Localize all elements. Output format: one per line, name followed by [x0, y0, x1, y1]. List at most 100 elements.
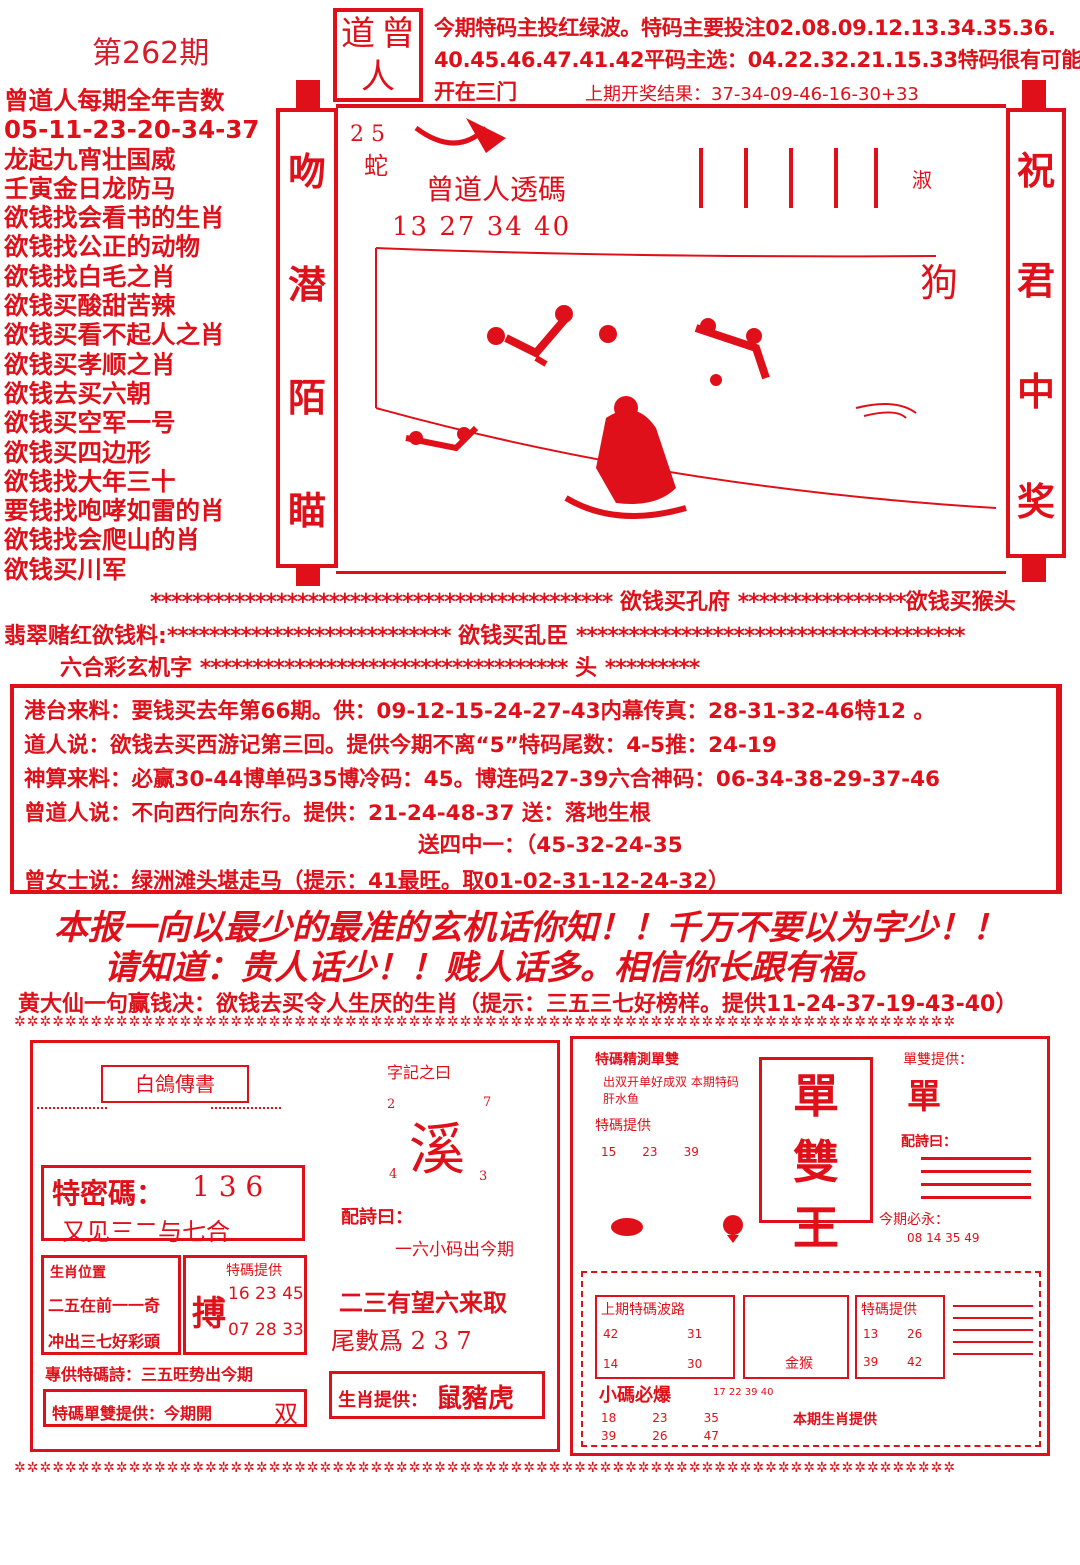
info-line: 道人说：欲钱去买西游记第三回。提供今期不离“5”特码尾数：4-5推：24-19	[24, 733, 777, 758]
bottom-left-panel: 白鴿傳書 特密碼： 1 3 6 又见三二与七合 生肖位置 二五在前一一奇 冲出三…	[30, 1040, 560, 1452]
must-nums: 08 14 35 49	[907, 1231, 980, 1245]
small-num: 26	[652, 1429, 668, 1443]
lower-frame: 上期特碼波路 42 31 14 30 金猴 特碼提供 13 26 39 42 小…	[581, 1271, 1041, 1447]
issue-number: 第262期	[92, 36, 210, 71]
te-right-num: 26	[907, 1327, 923, 1341]
banner-char: 陌	[287, 375, 326, 420]
list-item: 欲钱找会看书的生肖	[4, 203, 225, 233]
small-num: 23	[652, 1411, 668, 1425]
special-hint: 又见三二与七合	[62, 1218, 230, 1246]
riddle-item: 欲钱买猴头	[905, 590, 1016, 615]
te-right-box: 特碼提供 13 26 39 42	[855, 1295, 945, 1379]
list-item: 曾道人每期全年吉数	[4, 86, 225, 115]
banner-char: 君	[1016, 258, 1055, 304]
riddle-line-1: ****************************************…	[150, 584, 1016, 616]
small-code-label: 小碼必爆	[599, 1385, 671, 1406]
wave-num: 31	[687, 1327, 703, 1341]
banner-cap	[296, 80, 320, 110]
list-item: 欲钱找公正的动物	[4, 232, 200, 262]
decor-lines	[211, 1107, 281, 1137]
list-item: 欲钱买酸甜苦辣	[4, 291, 176, 321]
riddle-line-2: 翡翠赌红欲钱料:*************************** 欲钱买乱…	[4, 618, 965, 650]
center-box: 金猴	[743, 1295, 849, 1379]
book-title: 白鴿傳書	[101, 1065, 249, 1103]
pick-label: 單雙提供：	[903, 1052, 973, 1068]
small-num: 47	[703, 1429, 719, 1443]
list-item: 欲钱找大年三十	[4, 466, 176, 496]
wave-title: 上期特碼波路	[601, 1302, 685, 1318]
small-nums-row: 39 26 47	[601, 1429, 719, 1443]
scene-code-numbers: 13 27 34 40	[392, 212, 572, 242]
corner-num: 2	[387, 1097, 396, 1112]
ds-note: 出双开单好成双 本期特码肝水鱼	[603, 1075, 739, 1106]
king-char: 單	[793, 1069, 839, 1123]
riddle-item: 欲钱买乱臣	[458, 624, 569, 649]
list-item: 要钱找咆哮如雷的肖	[4, 496, 225, 526]
wave-box: 上期特碼波路 42 31 14 30	[595, 1295, 735, 1379]
scene-zodiac: 蛇	[364, 152, 388, 180]
banner-char: 祝	[1016, 147, 1055, 193]
poem-label: 配詩曰：	[341, 1207, 413, 1228]
seal-logo: 道 曾 人	[333, 8, 423, 102]
ji-label: 字記之曰	[387, 1063, 452, 1082]
list-item: 欲钱买空军一号	[4, 408, 176, 438]
last-result: 上期开奖结果：37-34-09-46-16-30+33	[585, 84, 919, 105]
riddle-label: 六合彩玄机字	[60, 656, 193, 681]
special-label: 特密碼：	[52, 1177, 165, 1210]
header-line-2: 40.45.46.47.41.42平码主选：04.22.32.21.15.33特…	[434, 48, 1080, 72]
list-item: 欲钱买看不起人之肖	[4, 320, 225, 350]
corner-num: 3	[479, 1169, 488, 1184]
te-row: 07 28 33	[228, 1320, 304, 1340]
te-right-num: 39	[863, 1355, 879, 1369]
small-num: 35	[703, 1411, 719, 1425]
list-item: 05-11-23-20-34-37	[4, 115, 260, 145]
position-line: 冲出三七好彩頭	[48, 1332, 161, 1351]
header-line-3: 开在三门	[434, 80, 517, 104]
position-line: 二五在前一一奇	[48, 1296, 161, 1315]
info-line: 神算来料：必赢30-44博单码35博冷码：45。博连码27-39六合神码：06-…	[24, 767, 940, 792]
list-item: 欲钱找会爬山的肖	[4, 525, 200, 555]
sd-label: 特碼單雙提供：今期開	[52, 1404, 213, 1423]
list-item: 欲钱买孝顺之肖	[4, 349, 176, 379]
animal-icons	[611, 1215, 743, 1243]
riddle-item: 欲钱买孔府	[619, 590, 730, 615]
small-num: 18	[601, 1411, 617, 1425]
poem-label: 配詩曰：	[901, 1134, 957, 1150]
illustration-scene: 2 5 蛇 曾道人透碼 13 27 34 40 狗 淑	[336, 104, 1006, 574]
header-line-1: 今期特码主投红绿波。特码主要投注02.08.09.12.13.34.35.36.	[434, 16, 1056, 40]
small-nums-row: 18 23 35	[601, 1411, 719, 1425]
info-box: 港台来料：要钱买去年第66期。供：09-12-15-24-27-43内幕传真：2…	[10, 684, 1062, 894]
code-nums: 17 22 39 40	[713, 1387, 774, 1398]
banner-char: 奖	[1016, 479, 1055, 525]
wave-num: 14	[603, 1357, 619, 1371]
position-label: 生肖位置	[50, 1265, 106, 1281]
info-line: 送四中一：（45-32-24-35	[418, 833, 683, 858]
special-code-box: 特密碼： 1 3 6 又见三二与七合	[41, 1165, 305, 1246]
star-divider: ****************	[737, 590, 907, 615]
banner-char: 瞄	[287, 488, 326, 533]
slogan-1: 本报一向以最少的最准的玄机话你知！！千万不要以为字少！！	[54, 908, 1006, 948]
star-border: ✲✲✲✲✲✲✲✲✲✲✲✲✲✲✲✲✲✲✲✲✲✲✲✲✲✲✲✲✲✲✲✲✲✲✲✲✲✲✲✲…	[14, 1014, 957, 1030]
scene-title: 曾道人透碼	[426, 173, 567, 206]
te-num: 23	[642, 1145, 658, 1159]
riddle-line-3: 六合彩玄机字 *********************************…	[60, 650, 700, 682]
king-box: 單 雙 王	[759, 1057, 873, 1255]
te-nums: 15 23 39	[601, 1145, 699, 1159]
king-char: 雙	[793, 1135, 839, 1189]
list-item: 龙起九宵壮国威	[4, 144, 176, 174]
banner-char: 潜	[287, 262, 326, 307]
small-num: 39	[601, 1429, 617, 1443]
te-code-box: 搏 特碼提供 16 23 45 07 28 33	[183, 1255, 307, 1355]
must-label: 今期必永：	[879, 1212, 949, 1228]
scene-shu: 淑	[912, 168, 932, 192]
te-right-num: 42	[907, 1355, 923, 1369]
king-char: 王	[793, 1201, 839, 1255]
single-double-box: 特碼單雙提供：今期開 双	[43, 1389, 307, 1428]
slogan-2: 请知道：贵人话少！！贱人话多。相信你长跟有福。	[104, 948, 886, 988]
info-line: 曾女士说：绿洲滩头堪走马（提示：41最旺。取01-02-31-12-24-32）	[24, 869, 730, 894]
special-value: 1 3 6	[192, 1170, 264, 1203]
list-item: 欲钱找白毛之肖	[4, 261, 176, 291]
scene-numbers: 2 5	[350, 122, 385, 147]
list-item: 欲钱买四边形	[4, 437, 151, 467]
scene-drawing	[375, 118, 997, 519]
